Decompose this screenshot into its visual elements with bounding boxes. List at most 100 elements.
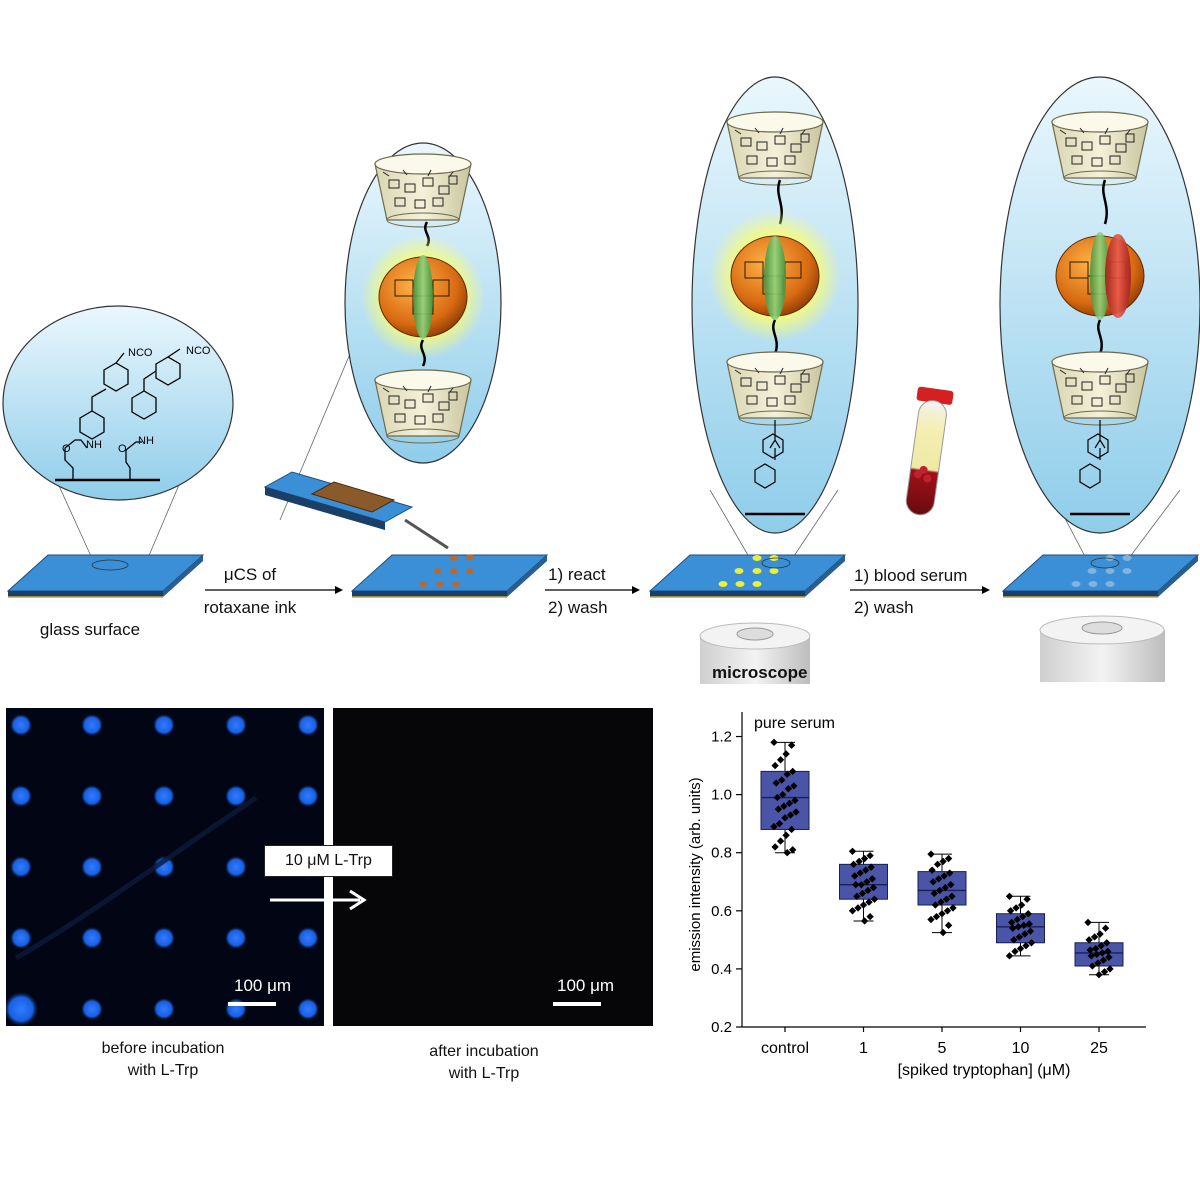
data-point bbox=[860, 917, 869, 925]
data-point bbox=[774, 805, 783, 813]
scale-label-before: 100 μm bbox=[234, 976, 292, 995]
glass-surface-label: glass surface bbox=[39, 620, 141, 639]
data-point bbox=[1092, 944, 1100, 953]
data-point bbox=[852, 880, 860, 889]
y-axis-label: emission intensity (arb. units) bbox=[687, 777, 704, 971]
data-point bbox=[854, 904, 862, 912]
data-point bbox=[939, 857, 947, 866]
x-tick-label: 5 bbox=[938, 1040, 947, 1057]
data-point bbox=[771, 843, 779, 851]
fluorescent-spot bbox=[81, 785, 103, 807]
fluorescent-spot bbox=[81, 998, 103, 1020]
data-point bbox=[782, 750, 790, 758]
data-point bbox=[771, 761, 779, 770]
fluorescent-spot bbox=[10, 714, 32, 736]
caption-after-line2: with L-Trp bbox=[448, 1065, 520, 1082]
data-point bbox=[1087, 952, 1095, 960]
ellipse-displaced-complex bbox=[999, 76, 1200, 563]
glass-slide-3 bbox=[649, 554, 846, 598]
data-point bbox=[1097, 941, 1105, 950]
stamp-device bbox=[263, 471, 449, 550]
data-point bbox=[1014, 923, 1022, 931]
fluorescent-spot bbox=[6, 992, 38, 1026]
data-point bbox=[789, 767, 797, 776]
data-point bbox=[936, 886, 944, 895]
data-point bbox=[930, 889, 938, 898]
glass-slide-2 bbox=[351, 554, 548, 598]
data-point bbox=[927, 850, 935, 858]
data-point bbox=[869, 883, 878, 892]
data-point bbox=[937, 898, 945, 906]
x-tick-label: 1 bbox=[859, 1040, 868, 1057]
data-point bbox=[1103, 939, 1111, 947]
y-tick-label: 0.6 bbox=[711, 903, 732, 920]
o-label-2: O bbox=[118, 443, 127, 455]
step2-label-bottom: 2) wash bbox=[548, 598, 608, 617]
glass-slide-4 bbox=[1002, 554, 1199, 598]
fluorescent-spot bbox=[225, 927, 247, 949]
data-point bbox=[770, 738, 778, 747]
data-point bbox=[928, 866, 936, 874]
fluorescent-spot bbox=[153, 998, 175, 1020]
step3-label-top: 1) blood serum bbox=[854, 566, 968, 585]
fluorescent-spot bbox=[297, 714, 319, 736]
data-point bbox=[776, 837, 785, 845]
data-point bbox=[1005, 892, 1014, 900]
ellipse-surface-chemistry bbox=[2, 305, 234, 566]
data-point bbox=[1009, 924, 1017, 932]
data-point bbox=[855, 857, 863, 866]
caption-before-line1: before incubation bbox=[101, 1040, 225, 1057]
ellipse-bound-rotaxane bbox=[691, 76, 859, 563]
data-point bbox=[1084, 918, 1092, 927]
scale-label-after: 100 μm bbox=[557, 976, 615, 995]
data-point bbox=[1025, 920, 1033, 928]
data-point bbox=[1104, 947, 1112, 956]
treatment-arrow bbox=[270, 889, 367, 911]
y-tick-label: 0.4 bbox=[711, 961, 732, 978]
scheme-figure: NCO NCO NH NH O O bbox=[2, 76, 1200, 684]
fluorescent-spot bbox=[81, 927, 103, 949]
x-tick-label: 10 bbox=[1012, 1040, 1030, 1057]
fluorescent-spot bbox=[153, 856, 175, 878]
fluorescent-spot bbox=[153, 714, 175, 736]
data-point bbox=[848, 847, 857, 855]
nco-label-1: NCO bbox=[128, 347, 153, 359]
data-point bbox=[1020, 921, 1028, 930]
glass-slide-1 bbox=[7, 554, 204, 598]
data-point bbox=[866, 851, 874, 860]
caption-before-line2: with L-Trp bbox=[127, 1062, 199, 1079]
data-point bbox=[857, 880, 865, 889]
y-tick-label: 1.0 bbox=[711, 787, 732, 804]
y-tick-label: 1.2 bbox=[711, 729, 732, 746]
step1-label-bottom: rotaxane ink bbox=[203, 598, 297, 617]
data-point bbox=[939, 928, 947, 937]
data-point bbox=[1026, 927, 1035, 935]
x-tick-label: control bbox=[761, 1040, 809, 1057]
step3-label-bottom: 2) wash bbox=[854, 598, 914, 617]
orange-spot-array bbox=[419, 554, 474, 587]
step2-label-top: 1) react bbox=[548, 565, 606, 584]
data-point bbox=[944, 921, 953, 930]
fluorescent-spot bbox=[81, 856, 103, 878]
nh-label-1: NH bbox=[86, 439, 102, 451]
step1-label-top: μCS of bbox=[223, 565, 277, 584]
nh-label-2: NH bbox=[138, 435, 154, 447]
fluorescent-spot bbox=[81, 714, 103, 736]
faded-spot-array bbox=[1071, 555, 1132, 587]
data-point bbox=[1093, 950, 1101, 959]
data-point bbox=[933, 860, 942, 869]
data-point bbox=[942, 895, 951, 903]
data-point bbox=[1101, 924, 1110, 932]
data-point bbox=[776, 756, 785, 764]
x-tick-label: 25 bbox=[1090, 1040, 1108, 1057]
ellipse-rotaxane-ink bbox=[279, 142, 502, 521]
microscope-label: microscope bbox=[712, 663, 808, 682]
data-point bbox=[1106, 965, 1114, 973]
microscope-objective-2 bbox=[1039, 615, 1165, 682]
data-point bbox=[858, 889, 867, 898]
y-tick-label: 0.8 bbox=[711, 845, 732, 862]
data-point bbox=[866, 912, 874, 921]
data-point bbox=[782, 831, 790, 839]
data-point bbox=[1012, 904, 1020, 912]
